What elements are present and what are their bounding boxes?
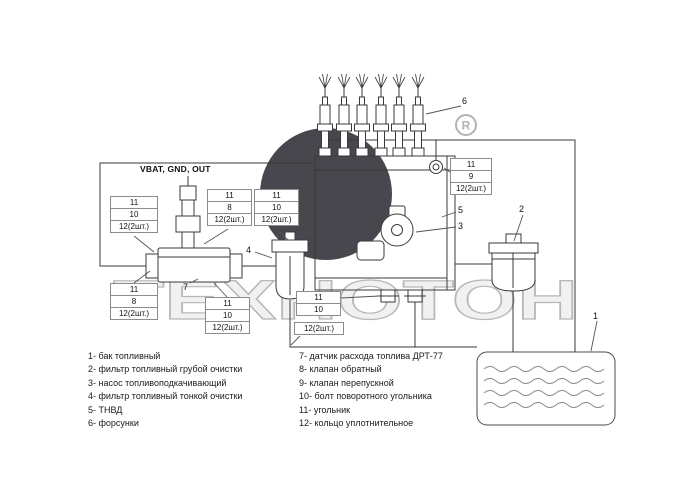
callout-stack-bottom-right: 11 10: [296, 291, 341, 316]
injector: [391, 73, 407, 157]
callout-stack-bottom-left: 11 8 12(2шт.): [110, 283, 158, 320]
fuel-waves: [483, 366, 605, 408]
registered-mark-letter: R: [462, 119, 471, 133]
injector: [373, 73, 389, 157]
legend-right-column: 7- датчик расхода топлива ДРТ-77 8- клап…: [299, 350, 443, 430]
callout-box: 12(2шт.): [254, 213, 299, 226]
coarse-fuel-filter: [488, 233, 539, 292]
callout-box: 12(2шт.): [110, 220, 158, 233]
connector-pinout-label: VBAT, GND, OUT: [140, 164, 211, 174]
legend-item-7: 7- датчик расхода топлива ДРТ-77: [299, 351, 443, 361]
legend-item-4: 4- фильтр топливный тонкой очистки: [88, 391, 243, 402]
legend-item-8: 8- клапан обратный: [299, 364, 382, 375]
legend-item-5: 5- ТНВД: [88, 404, 123, 415]
sensor-port-left: [145, 253, 159, 279]
callout-box: 11: [205, 297, 250, 310]
part-label-5: 5: [458, 205, 464, 215]
callout-box: 10: [296, 303, 341, 316]
callout-box: 12(2шт.): [205, 321, 250, 334]
leader-lines: [133, 105, 598, 352]
sensor-body: [157, 247, 231, 283]
injector: [410, 73, 426, 157]
callout-stack-pump-top: 11 9 12(2шт.): [450, 158, 492, 195]
part-label-3: 3: [458, 221, 464, 231]
part-label-2: 2: [519, 204, 525, 214]
registered-mark-icon: [455, 114, 477, 136]
sensor-connector: [179, 185, 197, 201]
callout-box: 8: [110, 295, 158, 308]
legend-item-3: 3- насос топливоподкачивающий: [88, 377, 227, 388]
callout-stack-bottom-mid: 11 10 12(2шт.): [205, 297, 250, 334]
brand-logo-circle: [260, 128, 392, 260]
part-label-4: 4: [246, 245, 252, 255]
sensor-port-right: [229, 253, 243, 279]
supply-pipe-left: [99, 162, 315, 267]
injector-return-pipe: [321, 139, 576, 352]
legend-item-10: 10- болт поворотного угольника: [299, 391, 432, 402]
callout-box: 12(2шт.): [207, 213, 252, 226]
tank-body: [476, 351, 616, 426]
part-label-7: 7: [183, 282, 189, 292]
legend-item-6: 6- форсунки: [88, 418, 139, 429]
callout-stack-mid-right: 11 10 12(2шт.): [254, 189, 299, 226]
legend-item-1: 1- бак топливный: [88, 351, 161, 361]
pipes: [99, 139, 576, 352]
priming-pump: [356, 205, 414, 261]
callout-stack-mid-left: 11 8 12(2шт.): [207, 189, 252, 226]
callout-stack-top-left: 11 10 12(2шт.): [110, 196, 158, 233]
callout-box: 12(2шт.): [110, 307, 158, 320]
legend-left-column: 1- бак топливный 2- фильтр топливный гру…: [88, 350, 242, 430]
fine-fuel-filter: [271, 231, 309, 300]
legend-item-11: 11- угольник: [299, 404, 351, 415]
part-label-6: 6: [462, 96, 468, 106]
callout-box: 12(2шт.): [450, 182, 492, 195]
legend-item-12: 12- кольцо уплотнительное: [299, 418, 414, 429]
part-label-1: 1: [593, 311, 599, 321]
legend-item-2: 2- фильтр топливный грубой очистки: [88, 364, 243, 375]
fuel-tank: [476, 351, 616, 426]
bypass-valve: [429, 160, 443, 174]
callout-box: 12(2шт.): [294, 322, 344, 335]
legend-item-9: 9- клапан перепускной: [299, 377, 394, 388]
fuel-flow-sensor: [145, 176, 243, 283]
